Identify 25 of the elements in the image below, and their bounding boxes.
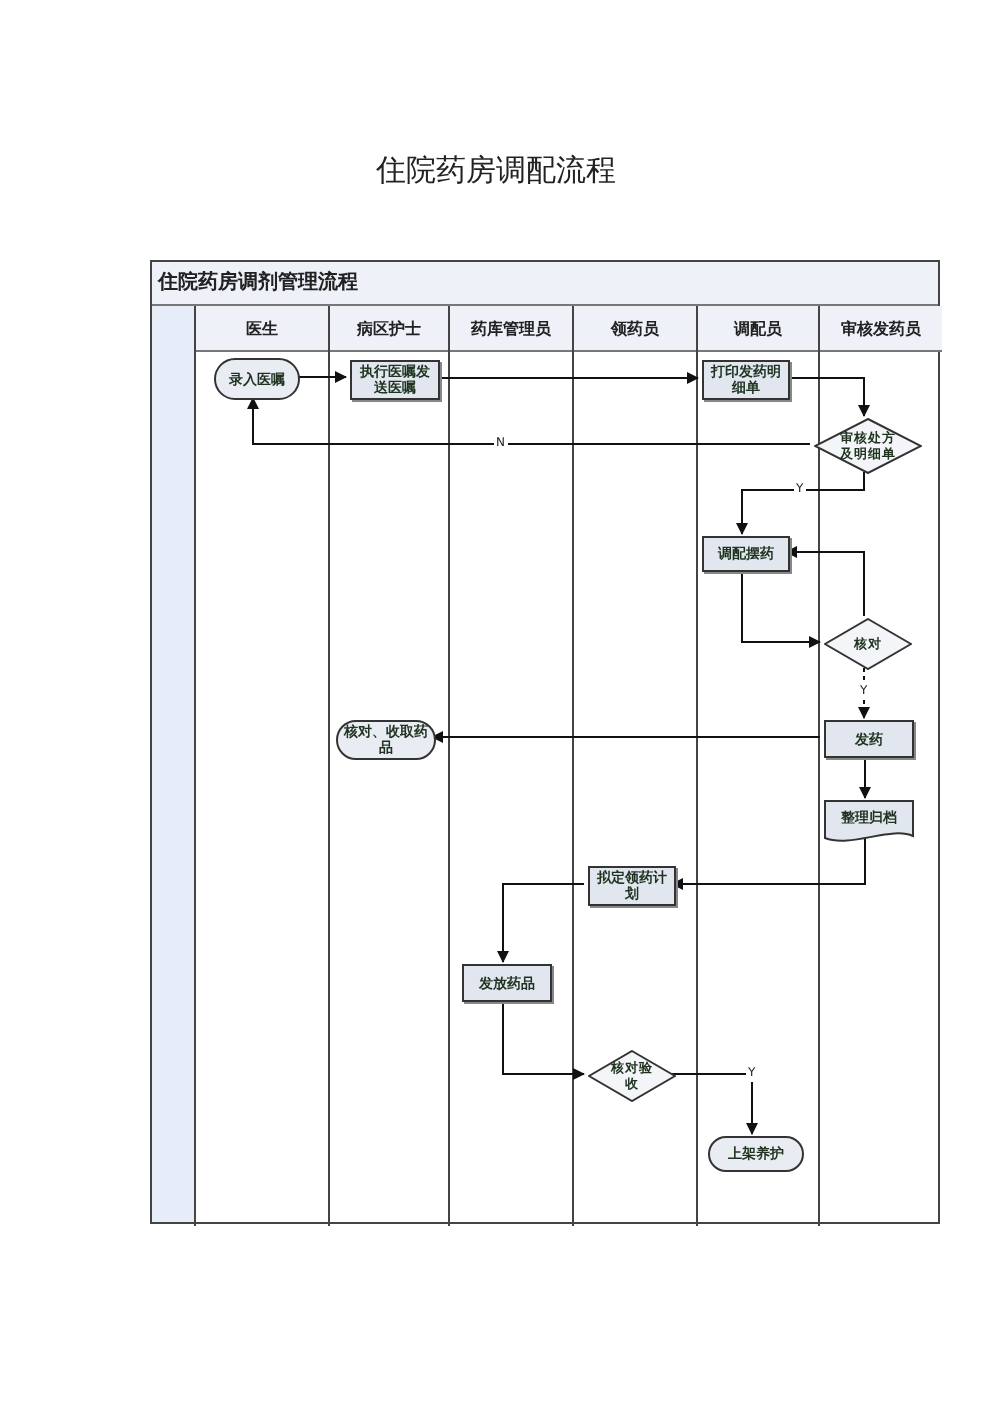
lane-header: 病区护士 — [330, 306, 448, 352]
arrow — [736, 471, 865, 535]
lane-header: 审核发药员 — [820, 306, 942, 352]
arrow — [247, 397, 811, 445]
arrow — [671, 1073, 758, 1135]
swimlane — [194, 306, 328, 1226]
swimlane-pool — [150, 260, 940, 1224]
lane-header: 医生 — [196, 306, 328, 352]
swimlane — [572, 306, 696, 1226]
arrow — [502, 999, 585, 1080]
pool-title: 住院药房调剂管理流程 — [152, 262, 938, 306]
swimlane — [448, 306, 572, 1226]
arrow — [859, 755, 871, 799]
lane-header: 领药员 — [574, 306, 696, 352]
lane-header: 调配员 — [698, 306, 818, 352]
arrow — [295, 371, 347, 383]
swimlane — [328, 306, 448, 1226]
arrow — [497, 883, 585, 963]
swimlane — [696, 306, 818, 1226]
swimlane — [818, 306, 942, 1226]
page-title: 住院药房调配流程 — [374, 152, 618, 190]
arrow — [431, 731, 821, 743]
arrow — [858, 667, 870, 719]
arrow — [741, 569, 821, 648]
lane-header: 药库管理员 — [450, 306, 572, 352]
